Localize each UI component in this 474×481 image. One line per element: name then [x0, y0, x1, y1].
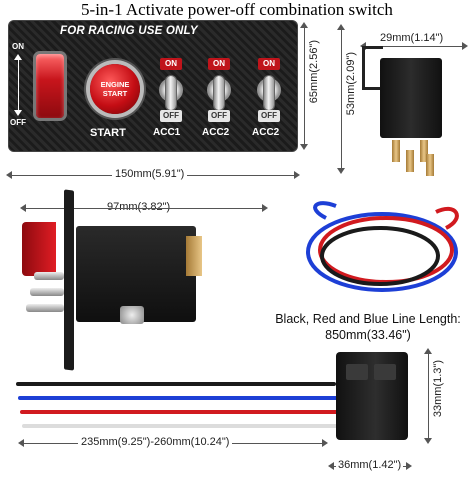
toggle-2-label: ACC2: [202, 127, 230, 138]
engine-label: ENGINE: [100, 80, 130, 89]
socket-slot: [346, 364, 368, 380]
red-lead-wire: [20, 410, 340, 414]
arrow-right-icon: [462, 42, 468, 50]
panel-heading: FOR RACING USE ONLY: [60, 25, 198, 37]
arrow-up-icon: [337, 24, 345, 30]
panel-width-label: 150mm(5.91"): [112, 168, 188, 180]
arrow-up-icon: [424, 348, 432, 354]
relay-pin: [420, 140, 428, 162]
arrow-right-icon: [406, 462, 412, 470]
arrow-down-icon: [424, 438, 432, 444]
start-label-inner: START: [102, 89, 128, 98]
arrow-up-icon: [300, 22, 308, 28]
blue-lead-wire: [18, 396, 338, 400]
arrow-right-icon: [294, 171, 300, 179]
side-depth-dim-line: [26, 208, 264, 209]
relay-pin: [406, 150, 414, 172]
side-depth-label: 97mm(3.82"): [104, 201, 174, 213]
toggle-1-on-label: ON: [160, 58, 182, 70]
arrow-left-icon: [18, 439, 24, 447]
socket-height-dim-line: [428, 352, 429, 440]
relay-height-dim-line: [341, 28, 342, 170]
arrow-right-icon: [322, 439, 328, 447]
toggle-2-off-label: OFF: [208, 110, 230, 122]
toggle-switch-acc2[interactable]: [214, 76, 224, 110]
toggle-1-label: ACC1: [153, 127, 181, 138]
toggle-1-off-label: OFF: [160, 110, 182, 122]
relay-pin: [426, 154, 434, 176]
panel-height-label: 65mm(2.56"): [308, 40, 320, 104]
switch-panel: FOR RACING USE ONLY ON OFF ENGINE START …: [8, 20, 298, 152]
side-toggle-lever: [26, 304, 64, 312]
relay-mount-bracket: [362, 46, 383, 90]
toggle-switch-acc1[interactable]: [166, 76, 176, 110]
page-title: 5-in-1 Activate power-off combination sw…: [81, 0, 393, 19]
side-on-label: ON: [12, 42, 24, 51]
arrow-down-icon: [14, 110, 22, 116]
arrow-up-icon: [14, 54, 22, 60]
relay-height-label: 53mm(2.09"): [345, 52, 357, 116]
arrow-left-icon: [20, 204, 26, 212]
relay-width-label: 29mm(1.14"): [380, 32, 444, 44]
blue-wire-coil: [306, 212, 458, 292]
side-off-label: OFF: [10, 118, 26, 127]
arrow-down-icon: [337, 168, 345, 174]
toggle-3-label: ACC2: [252, 127, 280, 138]
panel-height-dim-line: [304, 26, 305, 146]
arrow-left-icon: [6, 171, 12, 179]
relay-pin: [392, 140, 400, 162]
side-terminal: [186, 236, 202, 276]
black-lead-wire: [16, 382, 336, 386]
wire-caption-line2: 850mm(33.46"): [325, 328, 411, 342]
side-terminal-nut: [120, 306, 144, 324]
socket-height-label: 33mm(1.3"): [432, 360, 444, 418]
toggle-3-on-label: ON: [258, 58, 280, 70]
arrow-down-icon: [300, 144, 308, 150]
side-rocker: [22, 222, 56, 276]
side-panel-plate: [64, 189, 74, 371]
red-rocker-switch[interactable]: [36, 54, 64, 118]
side-arrow-icon: [18, 56, 19, 112]
toggle-3-off-label: OFF: [258, 110, 280, 122]
wire-length-label: 235mm(9.25")-260mm(10.24"): [78, 436, 233, 448]
toggle-switch-acc2-second[interactable]: [264, 76, 274, 110]
toggle-2-on-label: ON: [208, 58, 230, 70]
black-wire-coil: [320, 226, 440, 286]
side-toggle-lever: [34, 272, 64, 280]
arrow-right-icon: [262, 204, 268, 212]
white-lead-wire: [22, 424, 342, 428]
coiled-wires: [306, 201, 459, 292]
engine-start-button[interactable]: ENGINE START: [90, 64, 140, 114]
socket-width-label: 36mm(1.42"): [336, 459, 404, 471]
arrow-left-icon: [328, 462, 334, 470]
wire-caption-line1: Black, Red and Blue Line Length:: [275, 312, 461, 326]
relay-width-dim-line: [365, 46, 465, 47]
relay-body: [380, 58, 442, 138]
side-toggle-lever: [30, 288, 64, 296]
start-label: START: [90, 127, 126, 139]
socket-slot: [374, 364, 396, 380]
